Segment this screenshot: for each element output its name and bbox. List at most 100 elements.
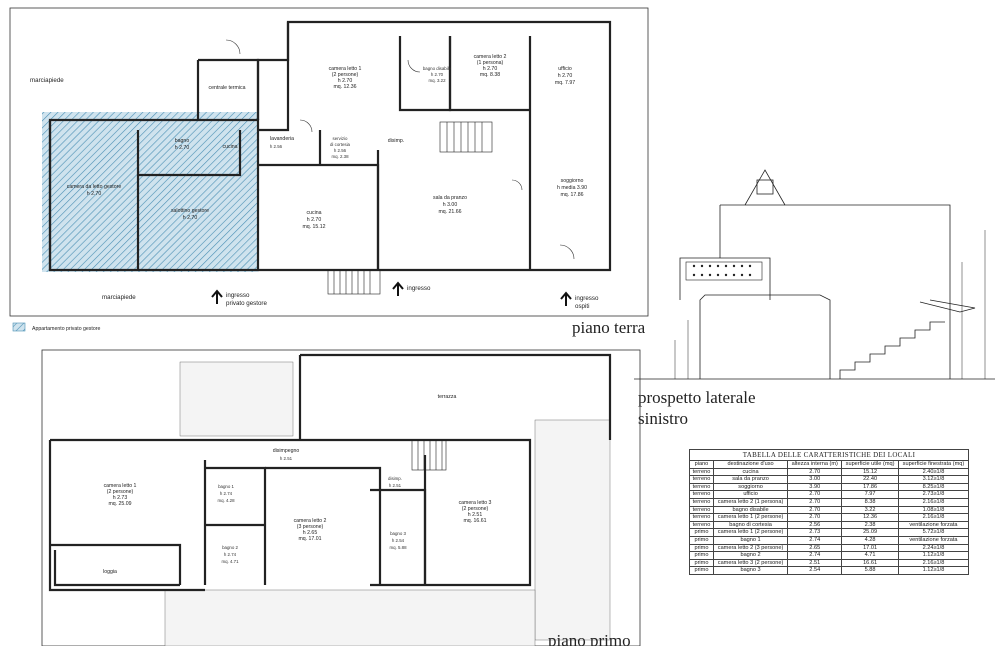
room-camera2-height: h 2.70 [483, 66, 498, 72]
table-cell: terreno [689, 497, 714, 507]
table-cell: 22.40 [841, 475, 899, 484]
table-cell: 3.12≥1/8 [897, 475, 970, 484]
private-apartment-area [42, 112, 258, 272]
table-cell: sala da pranzo [712, 475, 789, 484]
room-disimpegno-height: h 2.51 [280, 456, 293, 461]
ground-floor-walls [48, 20, 612, 272]
room-bagno3-area: mq. 5.88 [389, 545, 407, 550]
table-cell: 2.70 [787, 513, 843, 522]
table-cell: 2.54 [787, 566, 843, 575]
table-cell: 25.09 [841, 528, 899, 537]
entrance-private-line2: privato gestore [226, 300, 267, 307]
room-servizio-area: mq. 2.38 [331, 154, 349, 159]
table-cell: soggiorno [712, 482, 789, 492]
room-disimpegno: disimpegno [273, 448, 300, 454]
table-cell: terreno [689, 467, 714, 477]
room-camera-gestore-height: h 2.70 [87, 191, 102, 197]
room-bagno2: bagno 2 [222, 545, 238, 550]
room-camera2-area: mq. 8.38 [480, 72, 500, 78]
room-bagno3-height: h 2.54 [392, 538, 405, 543]
table-header-row: piano destinazione d'uso altezza interna… [689, 460, 970, 469]
entrance-main: ingresso [407, 285, 431, 292]
room-bagno-gestore-height: h 2.70 [175, 145, 190, 151]
table-cell: 1.12≥1/8 [897, 551, 970, 560]
table-header: destinazione d'uso [712, 460, 789, 469]
table-cell: 1.08≥1/8 [897, 505, 970, 515]
table-header: altezza interna (m) [787, 460, 843, 469]
table-cell: bagno disabile [712, 505, 789, 515]
room-ff-disimp-height: h 2.51 [389, 483, 402, 488]
table-cell: camera letto 2 (1 persona) [712, 497, 789, 507]
room-servizio-line2: di cortesia [330, 142, 351, 147]
table-header: piano [689, 460, 714, 469]
table-cell: 16.61 [841, 558, 899, 568]
room-soggiorno: soggiorno [561, 178, 584, 184]
street-label-bottom: marciapiede [102, 294, 136, 301]
room-ufficio: ufficio [558, 66, 572, 72]
table-cell: 2.51 [787, 558, 843, 568]
table-cell: 12.36 [841, 513, 899, 522]
table-cell: cucina [712, 467, 789, 477]
table-cell: primo [689, 558, 714, 568]
table-cell: 2.24≥1/8 [897, 543, 970, 553]
table-cell: terreno [689, 482, 714, 492]
room-ff-camera3-height: h 2.51 [468, 512, 483, 518]
title-piano-primo: piano primo [548, 631, 631, 646]
table-cell: 4.28 [841, 535, 899, 545]
entrance-arrow-private [211, 289, 223, 304]
entrance-guests-line1: ingresso [575, 295, 599, 302]
room-cucina: cucina [307, 210, 322, 216]
table-cell: terreno [689, 475, 714, 484]
room-servizio-line1: servizio [333, 136, 348, 141]
table-cell: 8.25≥1/8 [897, 482, 970, 492]
table-cell: camera letto 3 (2 persone) [712, 558, 789, 568]
room-ff-camera1-line2: (2 persone) [107, 489, 134, 495]
table-cell: 2.38 [841, 520, 899, 530]
room-ufficio-height: h 2.70 [558, 73, 573, 79]
table-cell: 4.71 [841, 551, 899, 560]
room-soggiorno-height: h media 3.90 [557, 185, 587, 191]
table-cell: 2.74 [787, 535, 843, 545]
ground-floor-stairs [327, 121, 493, 295]
room-soggiorno-area: mq. 17.86 [560, 192, 583, 198]
room-bagno-disabile-area: mq. 3.22 [428, 78, 446, 83]
table-cell: terreno [689, 505, 714, 515]
door-swings [225, 39, 575, 260]
table-cell: 17.86 [841, 482, 899, 492]
room-camera2-line1: camera letto 2 [474, 54, 507, 60]
room-bagno1-area: mq. 4.28 [217, 498, 235, 503]
room-ff-camera2-area: mq. 17.01 [298, 536, 321, 542]
table-cell: 2.65 [787, 543, 843, 553]
table-cell: 2.16≥1/8 [897, 513, 970, 522]
table-cell: ufficio [712, 490, 789, 499]
room-ff-camera2-line2: (3 persone) [297, 524, 324, 530]
table-header: superficie utile (mq) [841, 460, 899, 469]
room-camera1-height: h 2.70 [338, 78, 353, 84]
room-camera2-line2: (1 persona) [477, 60, 504, 66]
table-cell: 2.70 [787, 505, 843, 515]
table-cell: primo [689, 551, 714, 560]
room-loggia: loggia [103, 569, 117, 575]
table-cell: terreno [689, 520, 714, 530]
table-cell: 17.01 [841, 543, 899, 553]
first-floor-stairs [411, 439, 447, 471]
room-lavanderia: lavanderia [270, 136, 294, 142]
entrance-guests-line2: ospiti [575, 303, 589, 310]
ground-floor-windows [60, 21, 611, 271]
table-cell: 2.40≥1/8 [897, 467, 970, 477]
room-servizio-height: h 2.56 [334, 148, 347, 153]
legend-label: Appartamento privato gestore [32, 326, 100, 332]
title-prospetto-line1: prospetto laterale [638, 388, 756, 407]
table-title: TABELLA DELLE CARATTERISTICHE DEI LOCALI [689, 449, 969, 460]
